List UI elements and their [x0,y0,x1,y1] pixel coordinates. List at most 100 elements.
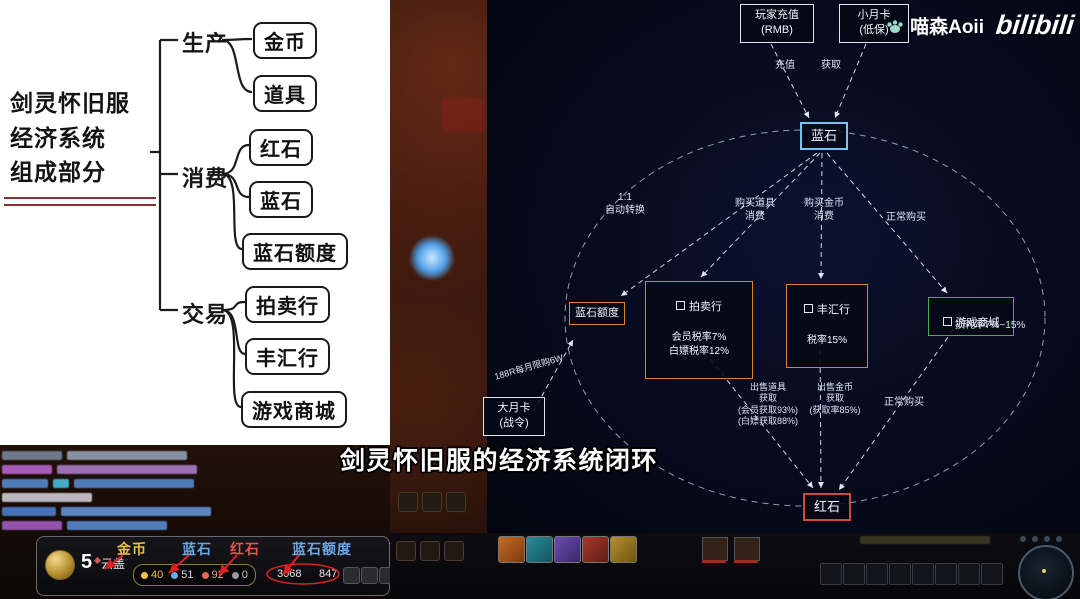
mindmap-node-exchange: 丰汇行 [245,338,330,375]
skill-icon[interactable] [582,536,609,563]
currency-label-blue-quota: 蓝石额度 [292,541,352,557]
quest-tracker [860,536,990,544]
mall-title: 游戏商城 [955,317,1000,330]
faction-emblem [45,550,75,580]
auction-title-row: 拍卖行 [651,300,747,315]
minimap[interactable] [1018,545,1074,599]
chat-bubble-icon[interactable] [343,567,360,584]
exchange-title-row: 丰汇行 [792,303,862,318]
branch-label-trade: 交易 [182,302,229,327]
action-slot[interactable] [820,563,842,585]
flow-node-red-stone: 红石 [803,493,852,522]
minimap-button[interactable] [1056,536,1062,542]
checkbox-icon [942,317,952,327]
skill-icon[interactable] [554,536,581,563]
branch-label-consumption: 消费 [182,166,229,191]
mindmap-panel: 剑灵怀旧服 经济系统 组成部分 生产 消费 交易 金币 道具 红石 蓝石 蓝石额… [0,0,390,445]
currency-panel: 金币 蓝石 红石 蓝石额度 5 云盖 40 51 92 0 3068 847 [36,536,396,596]
flow-node-auction-house: 拍卖行 会员税率7% 白嫖税率12% [645,281,753,379]
edge-label-obtain: 获取 [821,60,841,71]
currency-label-red-stone: 红石 [230,541,260,557]
chat-line [2,521,302,530]
party-portrait[interactable] [734,537,760,561]
quota-icon [231,571,239,579]
action-slot[interactable] [981,563,1003,585]
minimap-button[interactable] [1020,536,1026,542]
action-slot[interactable] [866,563,888,585]
buff-icon[interactable] [420,541,440,561]
flow-node-game-mall: 游戏商城 [928,297,1014,336]
stat-value: 0 [241,569,248,581]
chat-line [2,507,302,516]
flow-node-blue-stone: 蓝石 [800,122,849,151]
skill-icon[interactable] [610,536,637,563]
edge-label-normal-buy-bottom: 正常购买 [884,397,924,408]
action-slot[interactable] [889,563,911,585]
mindmap-node-auction: 拍卖行 [245,286,330,323]
blue-stone-icon [171,571,179,579]
action-slot[interactable] [912,563,934,585]
red-stone-icon [201,571,209,579]
exchange-title: 丰汇行 [817,304,850,317]
skill-icon[interactable] [498,536,525,563]
watermark: 喵森Aoii bilibili [885,10,1076,41]
glow-orb [410,236,454,280]
red-annotations [104,554,340,585]
stat-item: 0 [231,569,248,581]
title-underline [4,197,156,206]
auction-title: 拍卖行 [689,301,722,314]
action-slot[interactable] [843,563,865,585]
party-hp-bar [702,560,726,563]
action-slot[interactable] [958,563,980,585]
minimap-button[interactable] [1044,536,1050,542]
economy-flow-panel: 玩家充值 (RMB) 小月卡 (低保) 蓝石 蓝石额度 拍卖行 会员税率7% 白… [483,0,1080,533]
bilibili-logo: bilibili [994,10,1076,40]
chat-window[interactable] [2,451,302,535]
player-marker-icon [1042,569,1046,573]
boss-nameplate [442,98,484,132]
chat-line [2,451,302,460]
mindmap-connectors [150,37,253,409]
party-hp-bar [734,560,758,563]
stat-item: 40 [141,569,163,581]
skill-icon[interactable] [526,536,553,563]
game-bottom-bar [390,533,1080,599]
edge-label-loss-rate: 损耗率7%~15% [955,320,1026,331]
video-subtitle: 剑灵怀旧服的经济系统闭环 [340,447,659,475]
checkbox-icon [804,304,813,314]
stat-value: 51 [181,569,194,581]
edge-label-sell-items: 出售道具 获取 (会员获取93%) (白嫖获取88%) [737,382,798,426]
edge-label-buy-gold: 购买金币 消费 [804,198,844,222]
flow-node-blue-stone-quota: 蓝石额度 [569,302,625,326]
buff-icon[interactable] [446,492,466,512]
edge-label-recharge: 充值 [775,60,795,71]
auction-tax-lines: 会员税率7% 白嫖税率12% [668,332,729,358]
currency-label-blue-stone: 蓝石 [182,541,212,557]
mindmap-node-items: 道具 [253,75,317,112]
gameplay-strip [390,0,487,533]
buff-icon[interactable] [398,492,418,512]
game-bottom-left: 金币 蓝石 红石 蓝石额度 5 云盖 40 51 92 0 3068 847 [0,445,396,599]
chat-line [2,493,302,502]
branch-label-production: 生产 [182,31,229,56]
mindmap-node-blue-quota: 蓝石额度 [242,233,348,270]
buff-icon[interactable] [444,541,464,561]
flow-node-player-recharge: 玩家充值 (RMB) [740,4,814,43]
flow-node-exchange: 丰汇行 税率15% [786,284,868,368]
stat-item: 51 [171,569,194,581]
buff-icon[interactable] [422,492,442,512]
party-portrait[interactable] [702,537,728,561]
minimap-button[interactable] [1032,536,1038,542]
channel-name-wrap: 喵森Aoii [885,12,984,39]
action-slot[interactable] [935,563,957,585]
flow-node-big-monthly-card: 大月卡 (战令) [483,397,545,436]
channel-name: 喵森Aoii [910,17,984,38]
exchange-tax-line: 税率15% [806,335,847,347]
bag-icon[interactable] [361,567,378,584]
edge-label-buy-items: 购买道具 消费 [735,198,775,222]
edge-label-normal-buy-top: 正常购买 [886,212,926,223]
mindmap-node-mall: 游戏商城 [241,391,347,428]
buff-icon[interactable] [396,541,416,561]
mindmap-root-title: 剑灵怀旧服 经济系统 组成部分 [10,90,130,185]
